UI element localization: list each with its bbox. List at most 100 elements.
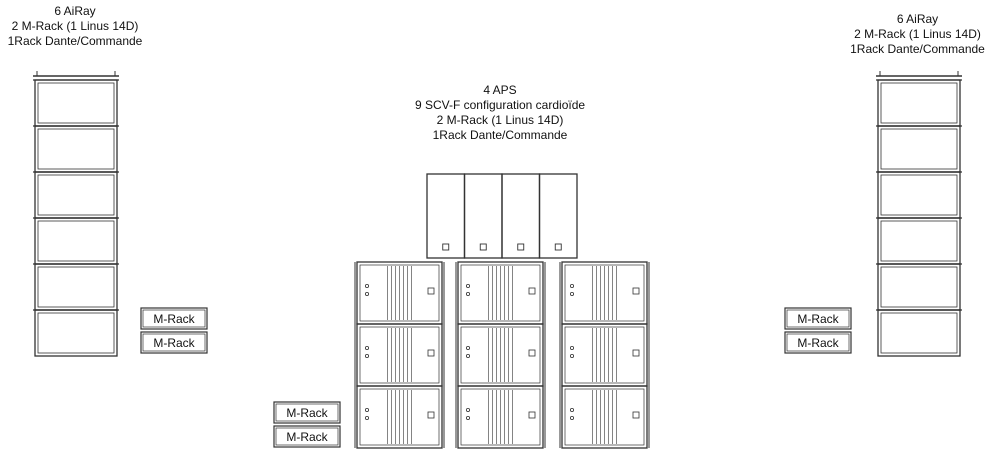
- airay-cabinet-body: [877, 217, 961, 265]
- scv-f-knob: [364, 407, 369, 412]
- aps-cabinet: [426, 173, 466, 259]
- m-rack-body: [140, 331, 208, 354]
- airay-cabinet-body: [34, 263, 118, 311]
- scv-f-inner-frame: [564, 326, 645, 384]
- center-group-label: 4 APS 9 SCV-F configuration cardioïde 2 …: [380, 83, 620, 143]
- aps-cabinet: [538, 173, 578, 259]
- scv-f-knob: [570, 353, 575, 358]
- scv-f-cabinet: [457, 261, 544, 325]
- airay-cabinet: [33, 309, 119, 357]
- aps-connector: [554, 243, 562, 251]
- scv-f-knob: [465, 345, 470, 350]
- scv-f-cabinet-body: [457, 385, 544, 449]
- scv-f-cabinet: [356, 323, 443, 387]
- airay-cabinet-grille: [37, 82, 115, 124]
- scv-f-connector: [632, 287, 640, 295]
- airay-cabinet-grille: [37, 220, 115, 262]
- scv-f-knob: [570, 345, 575, 350]
- m-rack: M-Rack: [784, 307, 852, 330]
- airay-cabinet: [33, 263, 119, 311]
- scv-f-cabinet: [457, 385, 544, 449]
- scv-f-inner-frame: [460, 264, 541, 322]
- scv-f-knob: [364, 291, 369, 296]
- scv-f-connector: [632, 349, 640, 357]
- scv-f-knob: [465, 353, 470, 358]
- scv-f-knob: [465, 283, 470, 288]
- scv-f-connector: [528, 287, 536, 295]
- m-rack: M-Rack: [140, 307, 208, 330]
- m-rack-body: [784, 331, 852, 354]
- airay-cabinet-grille: [880, 266, 958, 308]
- sub-column: [354, 261, 445, 449]
- m-rack-body: [273, 425, 341, 448]
- scv-f-cabinet: [561, 385, 648, 449]
- right-line-array: [876, 71, 962, 357]
- scv-f-knob: [465, 291, 470, 296]
- left-label-line: 6 AiRay: [54, 4, 96, 18]
- airay-cabinet-body: [34, 125, 118, 173]
- scv-f-connector: [427, 411, 435, 419]
- m-rack: M-Rack: [273, 425, 341, 448]
- airay-cabinet: [876, 309, 962, 357]
- m-rack-inner: [142, 333, 206, 352]
- scv-f-knob: [364, 345, 369, 350]
- airay-cabinet-body: [877, 171, 961, 219]
- scv-f-sub-grid: [354, 261, 650, 449]
- m-rack-body: [784, 307, 852, 330]
- m-rack-label: M-Rack: [153, 336, 195, 350]
- scv-f-connector: [427, 287, 435, 295]
- airay-cabinet: [876, 171, 962, 219]
- aps-cabinet-body: [463, 173, 503, 259]
- sub-column: [455, 261, 546, 449]
- scv-f-cabinet-body: [561, 385, 648, 449]
- scv-f-connector: [528, 411, 536, 419]
- scv-f-knob: [465, 415, 470, 420]
- aps-connector: [517, 243, 525, 251]
- left-label-line: 2 M-Rack (1 Linus 14D): [11, 19, 139, 33]
- center-label-line: 2 M-Rack (1 Linus 14D): [436, 113, 564, 127]
- airay-cabinet-grille: [880, 128, 958, 170]
- m-rack: M-Rack: [140, 331, 208, 354]
- m-rack-label: M-Rack: [286, 406, 328, 420]
- airay-cabinet: [876, 125, 962, 173]
- scv-f-knob: [364, 353, 369, 358]
- scv-f-knob: [570, 283, 575, 288]
- right-label-line: 2 M-Rack (1 Linus 14D): [854, 27, 981, 41]
- aps-cabinet: [501, 173, 541, 259]
- airay-cabinet: [876, 263, 962, 311]
- scv-f-knob: [570, 415, 575, 420]
- airay-cabinet: [876, 217, 962, 265]
- airay-cabinet-grille: [37, 312, 115, 354]
- scv-f-cabinet-body: [356, 385, 443, 449]
- m-rack-inner: [786, 309, 850, 328]
- m-rack-inner: [786, 333, 850, 352]
- right-label-line: 1Rack Dante/Commande: [850, 42, 985, 56]
- aps-connector: [442, 243, 450, 251]
- m-rack-label: M-Rack: [797, 336, 839, 350]
- m-rack-inner: [142, 309, 206, 328]
- airay-cabinet-grille: [880, 220, 958, 262]
- scv-f-inner-frame: [359, 388, 440, 446]
- airay-cabinet-body: [877, 125, 961, 173]
- scv-f-inner-frame: [359, 326, 440, 384]
- scv-f-knob: [364, 415, 369, 420]
- airay-cabinet-body: [877, 309, 961, 357]
- airay-cabinet-grille: [37, 174, 115, 216]
- airay-cabinet-grille: [37, 128, 115, 170]
- scv-f-inner-frame: [564, 264, 645, 322]
- airay-cabinet-body: [34, 217, 118, 265]
- airay-cabinet-body: [34, 79, 118, 127]
- center-label-line: 1Rack Dante/Commande: [432, 128, 568, 142]
- scv-f-knob: [570, 291, 575, 296]
- scv-f-cabinet: [356, 385, 443, 449]
- right-group-label: 6 AiRay 2 M-Rack (1 Linus 14D) 1Rack Dan…: [835, 12, 1000, 57]
- aps-cabinet-body: [538, 173, 578, 259]
- airay-cabinet-grille: [880, 174, 958, 216]
- center-label-line: 9 SCV-F configuration cardioïde: [414, 98, 586, 112]
- airay-cabinet-body: [34, 171, 118, 219]
- aps-cabinet-body: [426, 173, 466, 259]
